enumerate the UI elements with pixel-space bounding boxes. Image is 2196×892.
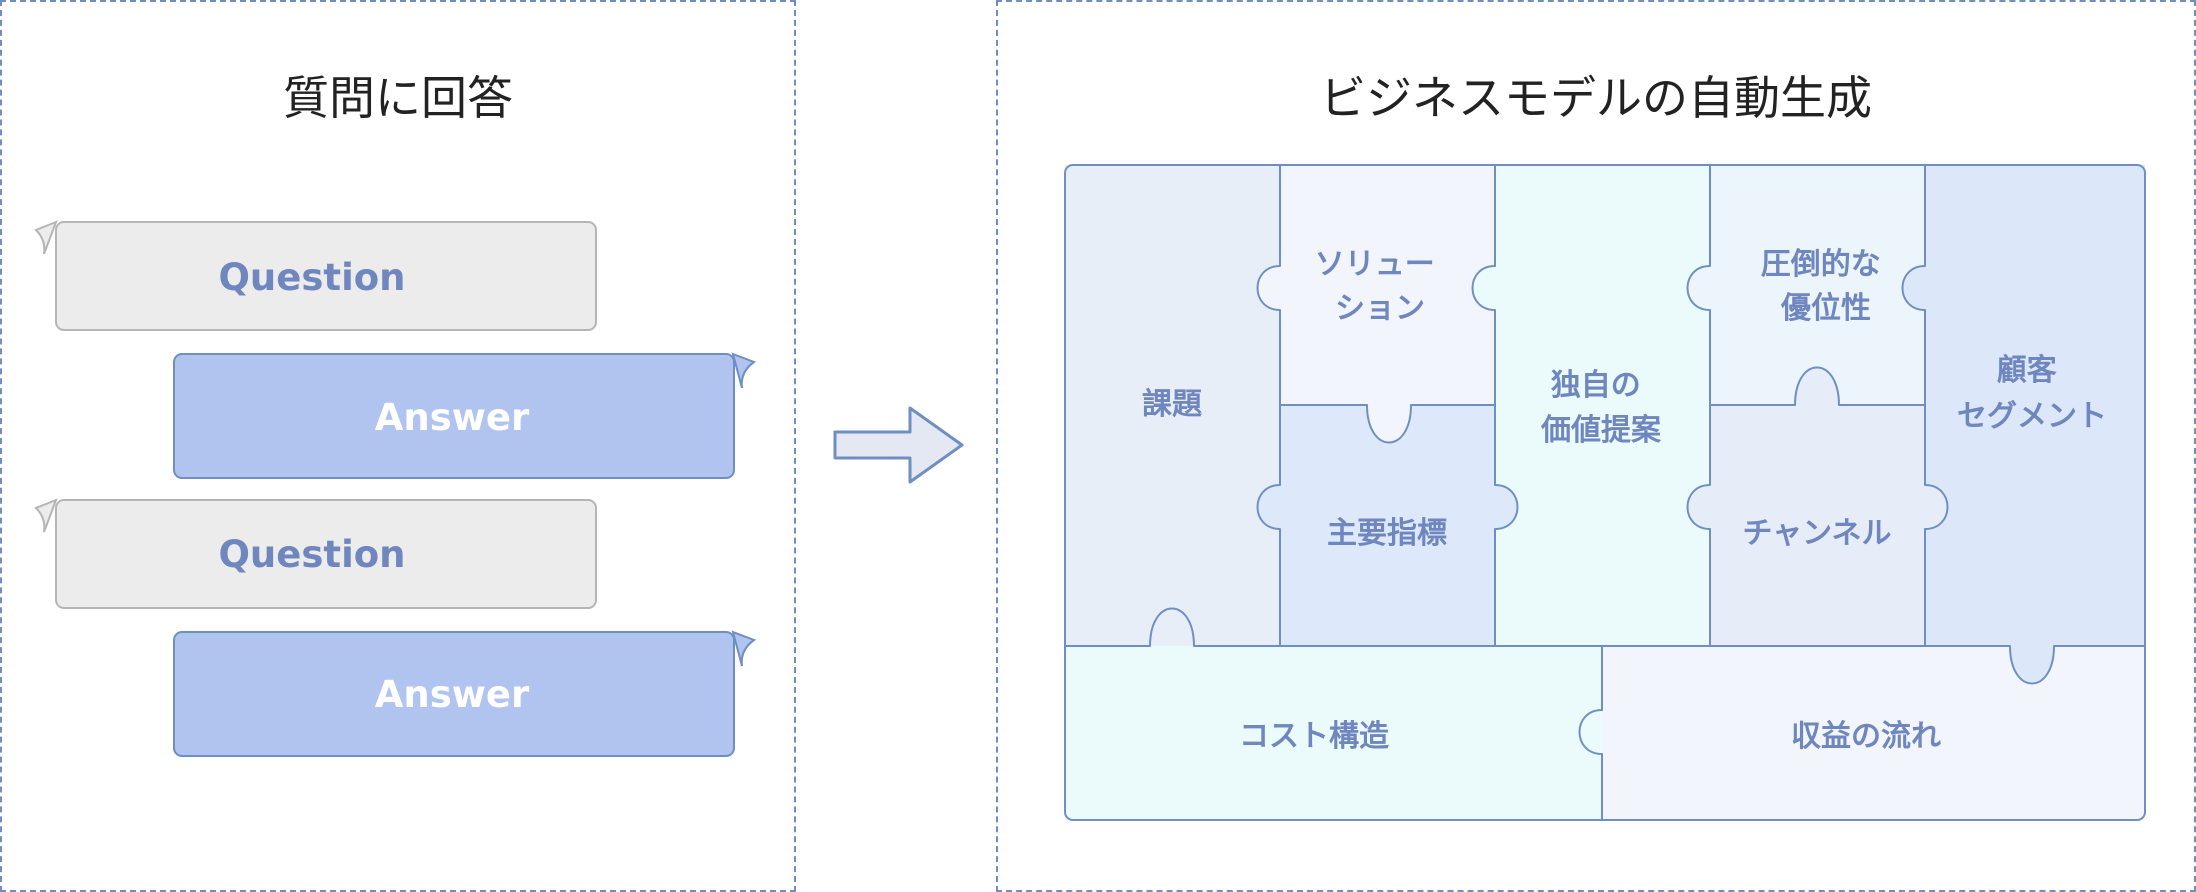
left-panel-title: 質問に回答 [283,71,513,125]
right-arrow-icon [833,406,964,484]
right-panel-title: ビジネスモデルの自動生成 [1320,71,1872,125]
bubble-tail [731,630,757,667]
label-solution: ソリュー ション [1315,247,1445,326]
label-segments: 顧客 セグメント [1957,353,2107,434]
bubble-label: Answer [375,396,530,439]
block-revenue [1602,646,2145,820]
block-problem [1065,165,1280,646]
right-panel: ビジネスモデルの自動生成 [996,0,2196,892]
business-model-canvas: 課題 ソリュー ション 主要指標 独自の 価値提案 圧倒的な 優位性 チャンネル… [1064,164,2146,821]
bubble-label: Question [218,533,405,576]
chat-illustration: Question Answer Question Answer [34,220,757,757]
block-cost [1065,646,1602,820]
bubble-body [173,631,735,757]
label-advantage: 圧倒的な 優位性 [1761,247,1891,326]
answer-bubble: Answer [173,352,757,479]
block-channels [1710,405,1925,646]
bubble-label: Answer [375,673,530,716]
block-uvp [1495,165,1710,646]
bubble-body [55,221,597,331]
canvas-border [1064,164,2146,821]
label-key-metrics: 主要指標 [1327,516,1447,551]
bubble-label: Question [218,256,405,299]
label-revenue: 収益の流れ [1791,719,1941,754]
block-solution [1280,165,1495,405]
block-advantage [1710,165,1925,405]
label-channels: チャンネル [1742,516,1891,551]
bubble-tail [34,220,58,255]
bubble-tail [34,498,58,533]
label-problem: 課題 [1142,387,1202,422]
label-cost: コスト構造 [1239,719,1389,754]
question-bubble: Question [34,220,597,331]
bubble-tail [731,352,757,389]
block-key-metrics [1280,405,1495,646]
answer-bubble: Answer [173,630,757,757]
left-panel: 質問に回答 [0,0,796,892]
label-uvp: 独自の 価値提案 [1540,368,1662,448]
bubble-body [173,353,735,479]
question-bubble: Question [34,498,597,609]
bubble-body [55,499,597,609]
block-segments [1925,165,2145,646]
